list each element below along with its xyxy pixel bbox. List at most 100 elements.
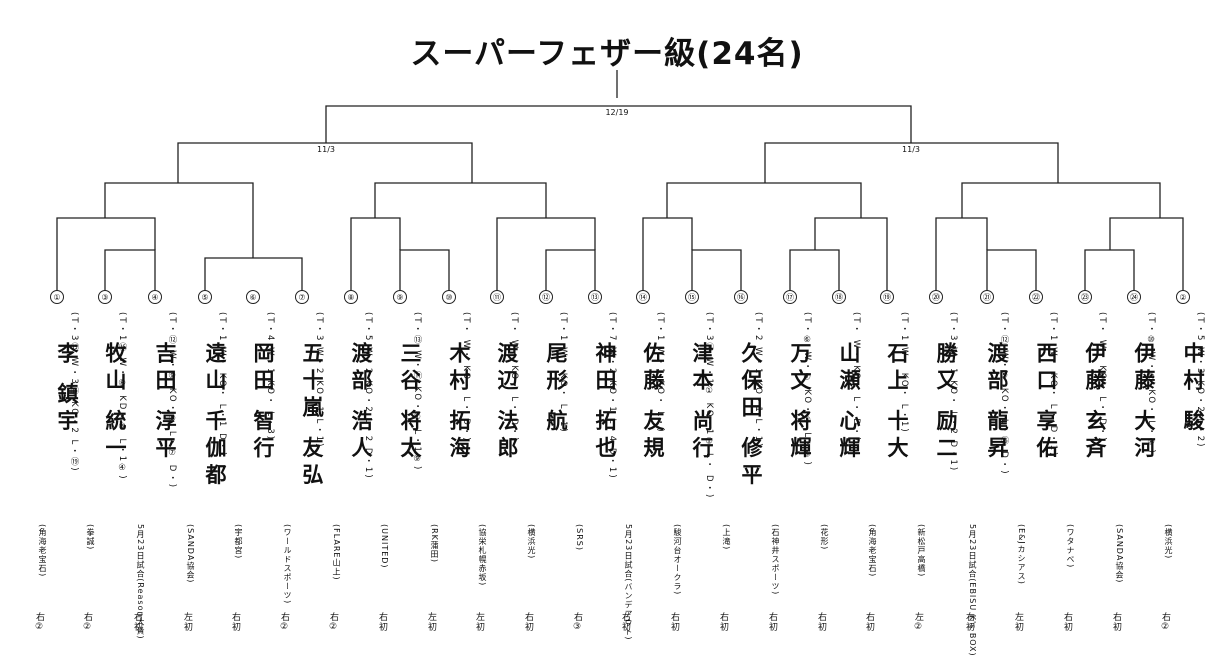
boxer-stance: 右初 bbox=[669, 612, 679, 632]
boxer-name: 中村 駿 bbox=[1181, 342, 1205, 437]
boxer-entry: 右初(上滝)久保田 修平(T・2 W・1 KO・1 L・1) bbox=[717, 312, 765, 668]
seed-number: ① bbox=[50, 290, 64, 304]
boxer-stance: 左初 bbox=[474, 612, 484, 632]
boxer-record: (T・⑩ W・⑩ KO・ L・⑧) bbox=[1146, 312, 1156, 455]
seed-number: ⑯ bbox=[734, 290, 748, 304]
boxer-name: 渡部 浩人 bbox=[349, 342, 373, 464]
boxer-name: 岡田 智行 bbox=[251, 342, 275, 464]
boxer-stance: 右② bbox=[328, 612, 338, 633]
seed-number: ⑳ bbox=[929, 290, 943, 304]
seed-number: ⑪ bbox=[490, 290, 504, 304]
boxer-record: (T・4 W・1 KO・ L・3) bbox=[265, 312, 275, 442]
boxer-stance: 右② bbox=[82, 612, 92, 633]
boxer-record: (T・1 W・ KO・ L・1) bbox=[899, 312, 909, 434]
boxer-name: 李 鎮宇 bbox=[55, 342, 79, 437]
boxer-entry: 左②(新松戸高橋)勝又 励二(T・3 W・1 KO・ L・2 D・1) bbox=[912, 312, 960, 668]
seed-number: ⑤ bbox=[198, 290, 212, 304]
boxer-record: (T・2 W・1 KO・1 L・1) bbox=[753, 312, 763, 449]
boxer-record: (T・5 W・3 KO・2 L・2) bbox=[1195, 312, 1205, 449]
boxer-gym: (角海老宝石) bbox=[38, 524, 47, 578]
boxer-entry: 右初(角海老宝石)石上 十大(T・1 W・ KO・ L・1) bbox=[863, 312, 911, 668]
page-title: スーパーフェザー級(24名) bbox=[410, 36, 804, 72]
boxer-stance: 右初 bbox=[1111, 612, 1121, 632]
boxer-stance: 右② bbox=[34, 612, 44, 633]
boxer-stance: 右初 bbox=[718, 612, 728, 632]
boxer-name: 佐藤 友規 bbox=[641, 342, 665, 464]
boxer-stance: 右③ bbox=[572, 612, 582, 633]
seed-number: ⑦ bbox=[295, 290, 309, 304]
boxer-name: 遠山 千伽都 bbox=[203, 342, 227, 491]
boxer-gym: (E&Jカシアス) bbox=[1017, 524, 1026, 585]
boxer-record: (T・⑬ W・⑪ KO・⑦ L・1⑨) bbox=[412, 312, 422, 472]
seed-number: ⑬ bbox=[588, 290, 602, 304]
seed-number: ⑮ bbox=[685, 290, 699, 304]
boxer-entry: 右②(FLARE山上)渡部 浩人(T・5 W・2 KO・2 L・2 D・1) bbox=[327, 312, 375, 668]
boxer-record: (T・⑫ W・⑤ KO・ L・⑮ D・) bbox=[999, 312, 1009, 476]
semifinal-date-left: 11/3 bbox=[317, 145, 335, 154]
boxer-gym: (宇都宮) bbox=[234, 524, 243, 560]
seed-number: ㉑ bbox=[980, 290, 994, 304]
boxer-gym: (拳誠) bbox=[86, 524, 95, 551]
seed-number: ⑲ bbox=[880, 290, 894, 304]
boxer-name: 伊藤 大河 bbox=[1132, 342, 1156, 464]
boxer-gym: (SANDA協会) bbox=[1115, 524, 1124, 584]
boxer-stance: 左初 bbox=[426, 612, 436, 632]
boxer-record: (T・1 W・ KO・ L・ D・1) bbox=[1048, 312, 1058, 458]
boxer-gym: (角海老宝石) bbox=[868, 524, 877, 578]
boxer-record: (T・ W・ KO・ L・ D・) bbox=[1097, 312, 1107, 443]
seed-number: ② bbox=[1176, 290, 1190, 304]
seed-number: ⑱ bbox=[832, 290, 846, 304]
boxer-entry: 右②(ワールドスポーツ)五十嵐 友弘(T・3 W・2 KO・1 L・1) bbox=[278, 312, 326, 668]
boxer-gym: (SANDA協会) bbox=[186, 524, 195, 584]
boxer-entry: 左初 (E&Jカシアス) 西口 享佑(T・1 W・ KO・ L・ D・1) bbox=[1012, 312, 1060, 668]
boxer-name: 三谷 将太 bbox=[398, 342, 422, 464]
boxer-name: 西口 享佑 bbox=[1034, 342, 1058, 464]
boxer-gym: (RK蒲田) bbox=[430, 524, 439, 564]
boxer-gym: (新松戸高橋) bbox=[917, 524, 926, 578]
boxer-name: 万文 将輝 bbox=[788, 342, 812, 464]
boxer-stance: 右初 bbox=[816, 612, 826, 632]
boxer-stance: 左② bbox=[913, 612, 923, 633]
boxer-entry: 右初(石神井スポーツ)万文 将輝(T・⑥ W・⑦ KO・⑤ L・⑤) bbox=[766, 312, 814, 668]
boxer-entry: 右③(SRS)神田 拓也(T・7 W・2 KO・1 L・4 D・1) bbox=[571, 312, 619, 668]
boxer-gym: (上滝) bbox=[722, 524, 731, 551]
boxer-stance: 右初 bbox=[132, 612, 142, 632]
boxer-stance: 右初 bbox=[767, 612, 777, 632]
boxer-entry: 左初(SANDA協会)遠山 千伽都(T・1 W・ KO・ L・1 D・) bbox=[181, 312, 229, 668]
boxer-gym: (FLARE山上) bbox=[332, 524, 341, 581]
boxer-entry: 右② (角海老宝石) 李 鎮宇(T・3⑬ W・3⑮ KO・2 L・⑲) bbox=[33, 312, 81, 668]
boxer-stance: 左初 bbox=[182, 612, 192, 632]
boxer-record: (T・3 W・1 KO・ L・2 D・1) bbox=[948, 312, 958, 473]
boxer-gym: (UNITED) bbox=[380, 524, 389, 569]
boxer-entry: 右初 (SANDA協会) 伊藤 大河(T・⑩ W・⑩ KO・ L・⑧) bbox=[1110, 312, 1158, 668]
boxer-entry: 右初(花形)山瀬 心輝(T・ W・ KO・ L・ D・) bbox=[815, 312, 863, 668]
boxer-gym: 5月23日試合(EBISU K's BOX) bbox=[968, 524, 977, 657]
seed-number: ⑧ bbox=[344, 290, 358, 304]
boxer-name: 伊藤 玄斉 bbox=[1083, 342, 1107, 464]
boxer-name: 吉田 淳平 bbox=[153, 342, 177, 464]
boxer-name: 五十嵐 友弘 bbox=[300, 342, 324, 491]
boxer-gym: (SRS) bbox=[575, 524, 584, 551]
boxer-stance: 右初 bbox=[377, 612, 387, 632]
boxer-entry: 右初(ワタナベ)伊藤 玄斉(T・ W・ KO・ L・ D・) bbox=[1061, 312, 1109, 668]
boxer-stance: 右初 bbox=[523, 612, 533, 632]
boxer-name: 渡部 龍昇 bbox=[985, 342, 1009, 464]
seed-number: ⑫ bbox=[539, 290, 553, 304]
boxer-stance: 右初 bbox=[230, 612, 240, 632]
seed-number: ⑰ bbox=[783, 290, 797, 304]
boxer-gym: (協栄札幌赤坂) bbox=[478, 524, 487, 587]
boxer-stance: 左初 bbox=[1013, 612, 1023, 632]
boxer-record: (T・3⑬ W・3⑮ KO・2 L・⑲) bbox=[69, 312, 79, 473]
seed-number: ⑭ bbox=[636, 290, 650, 304]
boxer-gym: (横浜光) bbox=[527, 524, 536, 560]
boxer-record: (T・3⑪ W・1① KO・1① L・ D・) bbox=[704, 312, 714, 500]
seed-number: ⑥ bbox=[246, 290, 260, 304]
seed-number: ㉔ bbox=[1127, 290, 1141, 304]
boxer-record: (T・ W・ KO・ L・ D・) bbox=[509, 312, 519, 443]
boxer-record: (T・⑫ W・⑨ KO・⑤ L・⑦ D・) bbox=[167, 312, 177, 490]
boxer-gym: 5月23日試合(バンデアウト) bbox=[624, 524, 633, 641]
